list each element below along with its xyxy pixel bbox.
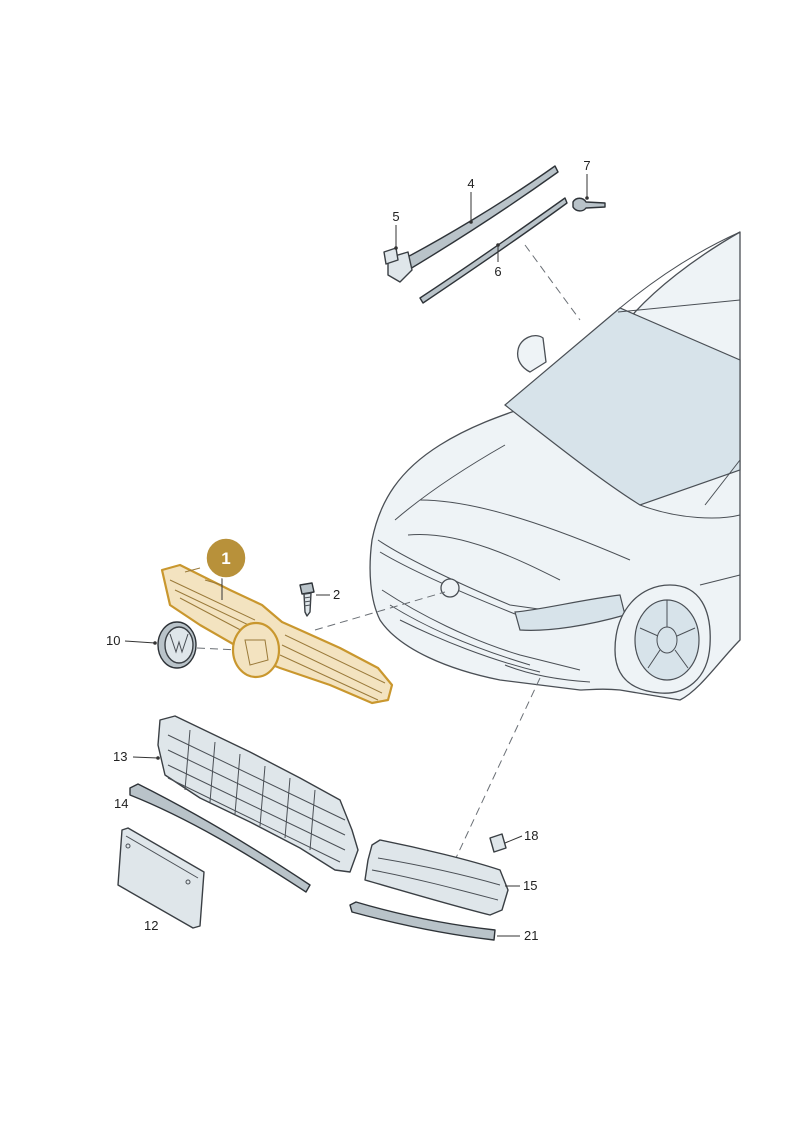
callout-leaders [124,174,589,937]
callout-labels: 4 5 6 7 2 10 13 14 12 18 15 21 [106,158,591,943]
callout-15: 15 [523,878,537,893]
callout-10: 10 [106,633,120,648]
part-2-screw [299,582,315,617]
callout-1-label: 1 [221,549,230,568]
part-1-grille-highlighted [160,563,394,705]
callout-7: 7 [583,158,590,173]
reference-lines [196,244,581,861]
front-wheel [614,584,711,694]
callout-1-badge: 1 [205,537,247,579]
part-21-strip [349,901,496,941]
part-7-screw [572,197,606,212]
callout-4: 4 [467,176,474,191]
part-15-side-grille [364,839,509,916]
callout-12: 12 [144,918,158,933]
part-13-lower-grille [157,715,359,873]
car-illustration [369,231,741,701]
part-10-badge [157,621,197,669]
callout-14: 14 [114,796,128,811]
part-18-clip [489,833,507,853]
part-6-trim [419,197,568,304]
callout-21: 21 [524,928,538,943]
callout-2: 2 [333,587,340,602]
part-5-clip [383,247,399,265]
callout-5: 5 [392,209,399,224]
callout-6: 6 [494,264,501,279]
part-14-strip [129,783,311,893]
part-12-plate-holder [117,827,205,929]
callout-13: 13 [113,749,127,764]
callout-18: 18 [524,828,538,843]
